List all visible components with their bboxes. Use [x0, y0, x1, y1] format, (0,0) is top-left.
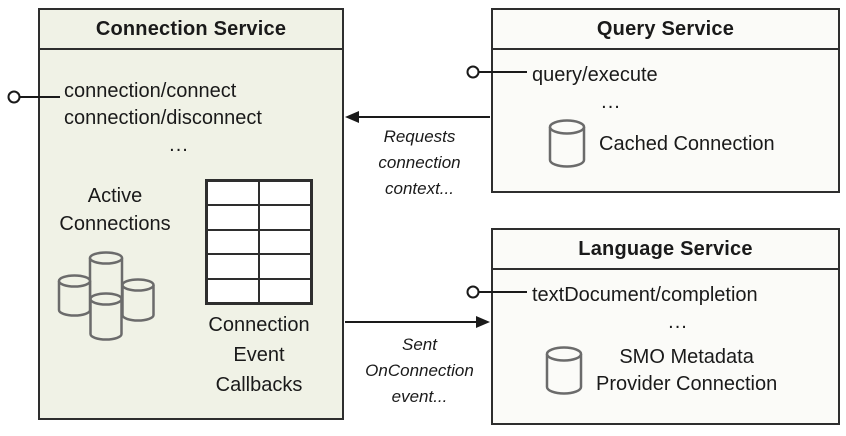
requests-annotation-line3: context...: [385, 179, 454, 198]
connection-methods-list: connection/connect connection/disconnect…: [64, 78, 294, 159]
callback-table-cell: [207, 278, 259, 303]
callbacks-label-line3: Callbacks: [215, 374, 303, 396]
smo-metadata-connection-label: SMO Metadata Provider Connection: [596, 344, 777, 398]
cached-connection-item: Cached Connection: [548, 118, 775, 170]
sent-annotation-line1: Sent: [402, 335, 437, 354]
language-service-box: Language Service textDocument/completion…: [491, 228, 840, 425]
connection-event-callbacks-label: Connection Event Callbacks: [179, 310, 339, 400]
sent-onconnection-event-annotation: Sent OnConnection event...: [348, 332, 491, 410]
method-textdocument-completion: textDocument/completion: [532, 284, 758, 306]
requests-connection-context-annotation: Requests connection context...: [352, 124, 487, 202]
database-icon: [89, 292, 123, 341]
cached-connection-label: Cached Connection: [599, 132, 775, 155]
language-methods-ellipsis: ...: [668, 311, 688, 333]
callback-table-cell: [259, 205, 311, 230]
language-methods-list: textDocument/completion ...: [532, 282, 824, 336]
query-service-title: Query Service: [493, 10, 838, 50]
method-query-execute: query/execute: [532, 64, 658, 86]
language-service-title: Language Service: [493, 230, 838, 270]
callback-table-cell: [259, 278, 311, 303]
active-connections-label: Active Connections: [40, 182, 190, 238]
callback-table-cell: [207, 254, 259, 279]
active-connections-line1: Active: [87, 185, 143, 207]
method-connection-disconnect: connection/disconnect: [64, 107, 262, 129]
smo-label-line1: SMO Metadata: [619, 346, 754, 368]
sent-annotation-line3: event...: [391, 387, 448, 406]
interface-lollipop-icon: [466, 65, 480, 79]
callback-table: [205, 179, 313, 305]
onconnection-event-arrowhead: [476, 316, 490, 328]
connection-service-title: Connection Service: [40, 10, 342, 50]
requests-annotation-line2: connection: [378, 153, 461, 172]
method-connection-connect: connection/connect: [64, 80, 237, 102]
callback-table-cell: [259, 254, 311, 279]
callback-table-cell: [259, 229, 311, 255]
callback-table-cell: [259, 181, 311, 206]
active-connections-line2: Connections: [59, 213, 171, 235]
connection-methods-ellipsis: ...: [169, 134, 189, 156]
database-icon: [121, 278, 155, 322]
callback-table-cell: [207, 181, 259, 206]
callbacks-label-line2: Event: [233, 344, 285, 366]
requests-connection-arrowhead: [345, 111, 359, 123]
sent-annotation-line2: OnConnection: [365, 361, 474, 380]
database-icon: [57, 274, 92, 317]
database-icon: [548, 119, 586, 168]
requests-annotation-line1: Requests: [383, 127, 456, 146]
callbacks-label-line1: Connection: [208, 314, 310, 336]
database-cluster-icon: [57, 251, 155, 341]
database-icon: [545, 346, 583, 395]
smo-label-line2: Provider Connection: [596, 373, 778, 395]
interface-lollipop-icon: [466, 285, 480, 299]
callback-table-cell: [207, 205, 259, 230]
smo-metadata-connection-item: SMO Metadata Provider Connection: [545, 344, 777, 398]
query-service-box: Query Service query/execute ... Cached C…: [491, 8, 840, 193]
connection-service-box: Connection Service connection/connect co…: [38, 8, 344, 420]
query-methods-list: query/execute ...: [532, 62, 690, 116]
interface-lollipop-icon: [7, 90, 21, 104]
query-methods-ellipsis: ...: [601, 91, 621, 113]
callback-table-cell: [207, 229, 259, 255]
